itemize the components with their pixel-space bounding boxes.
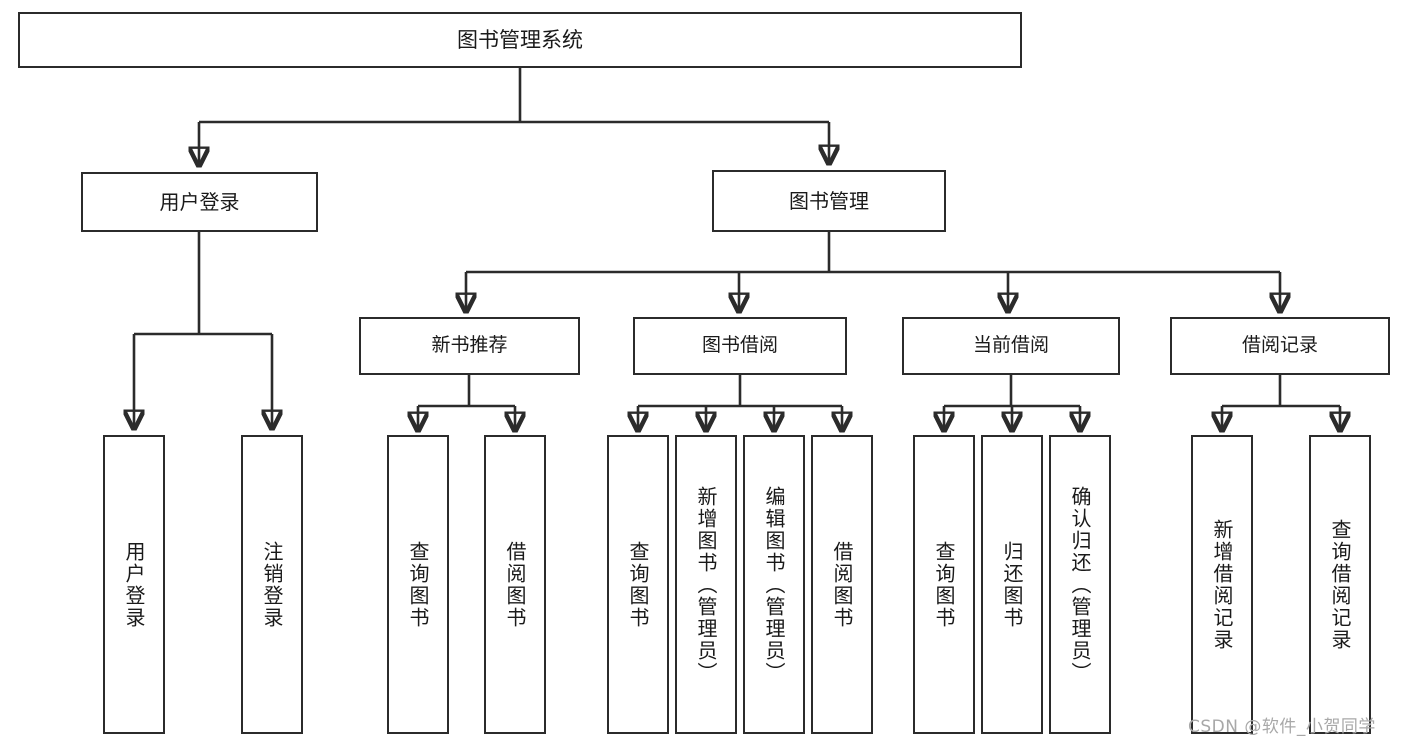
leaf-new-book-recommend-1[interactable]: 查询图书	[387, 435, 449, 734]
node-user-login-label: 用户登录	[159, 189, 240, 214]
leaf-new-book-recommend-1-label: 查询图书	[406, 540, 430, 629]
leaf-user-login-2[interactable]: 注销登录	[241, 435, 303, 734]
node-new-book-recommend[interactable]: 新书推荐	[359, 317, 580, 375]
leaf-borrow-record-1[interactable]: 新增借阅记录	[1191, 435, 1253, 734]
leaf-book-borrow-3[interactable]: 编辑图书（管理员）	[743, 435, 805, 734]
leaf-current-borrow-3-label: 确认归还（管理员）	[1068, 485, 1092, 684]
node-current-borrow[interactable]: 当前借阅	[902, 317, 1120, 375]
node-book-management-label: 图书管理	[789, 188, 869, 213]
node-root[interactable]: 图书管理系统	[18, 12, 1022, 68]
node-root-label: 图书管理系统	[457, 27, 583, 52]
leaf-new-book-recommend-2[interactable]: 借阅图书	[484, 435, 546, 734]
leaf-new-book-recommend-2-label: 借阅图书	[503, 540, 527, 629]
watermark: CSDN @软件_小贺同学	[1188, 717, 1376, 737]
leaf-user-login-2-label: 注销登录	[260, 540, 284, 629]
leaf-borrow-record-2[interactable]: 查询借阅记录	[1309, 435, 1371, 734]
leaf-book-borrow-4-label: 借阅图书	[830, 540, 854, 629]
leaf-book-borrow-4[interactable]: 借阅图书	[811, 435, 873, 734]
leaf-current-borrow-1-label: 查询图书	[932, 540, 956, 629]
leaf-book-borrow-2[interactable]: 新增图书（管理员）	[675, 435, 737, 734]
node-book-management[interactable]: 图书管理	[712, 170, 946, 232]
node-borrow-record[interactable]: 借阅记录	[1170, 317, 1390, 375]
leaf-current-borrow-3[interactable]: 确认归还（管理员）	[1049, 435, 1111, 734]
leaf-user-login-1-label: 用户登录	[122, 540, 146, 629]
node-book-borrow[interactable]: 图书借阅	[633, 317, 847, 375]
leaf-user-login-1[interactable]: 用户登录	[103, 435, 165, 734]
leaf-book-borrow-1-label: 查询图书	[626, 540, 650, 629]
leaf-book-borrow-1[interactable]: 查询图书	[607, 435, 669, 734]
leaf-borrow-record-1-label: 新增借阅记录	[1210, 518, 1234, 651]
leaf-current-borrow-2-label: 归还图书	[1000, 540, 1024, 629]
node-book-borrow-label: 图书借阅	[701, 334, 778, 357]
node-new-book-recommend-label: 新书推荐	[431, 334, 508, 357]
node-user-login[interactable]: 用户登录	[81, 172, 318, 232]
leaf-current-borrow-2[interactable]: 归还图书	[981, 435, 1043, 734]
leaf-borrow-record-2-label: 查询借阅记录	[1328, 518, 1352, 651]
leaf-book-borrow-2-label: 新增图书（管理员）	[694, 485, 718, 684]
leaf-current-borrow-1[interactable]: 查询图书	[913, 435, 975, 734]
node-borrow-record-label: 借阅记录	[1241, 334, 1318, 357]
node-current-borrow-label: 当前借阅	[972, 334, 1049, 357]
leaf-book-borrow-3-label: 编辑图书（管理员）	[762, 485, 786, 684]
